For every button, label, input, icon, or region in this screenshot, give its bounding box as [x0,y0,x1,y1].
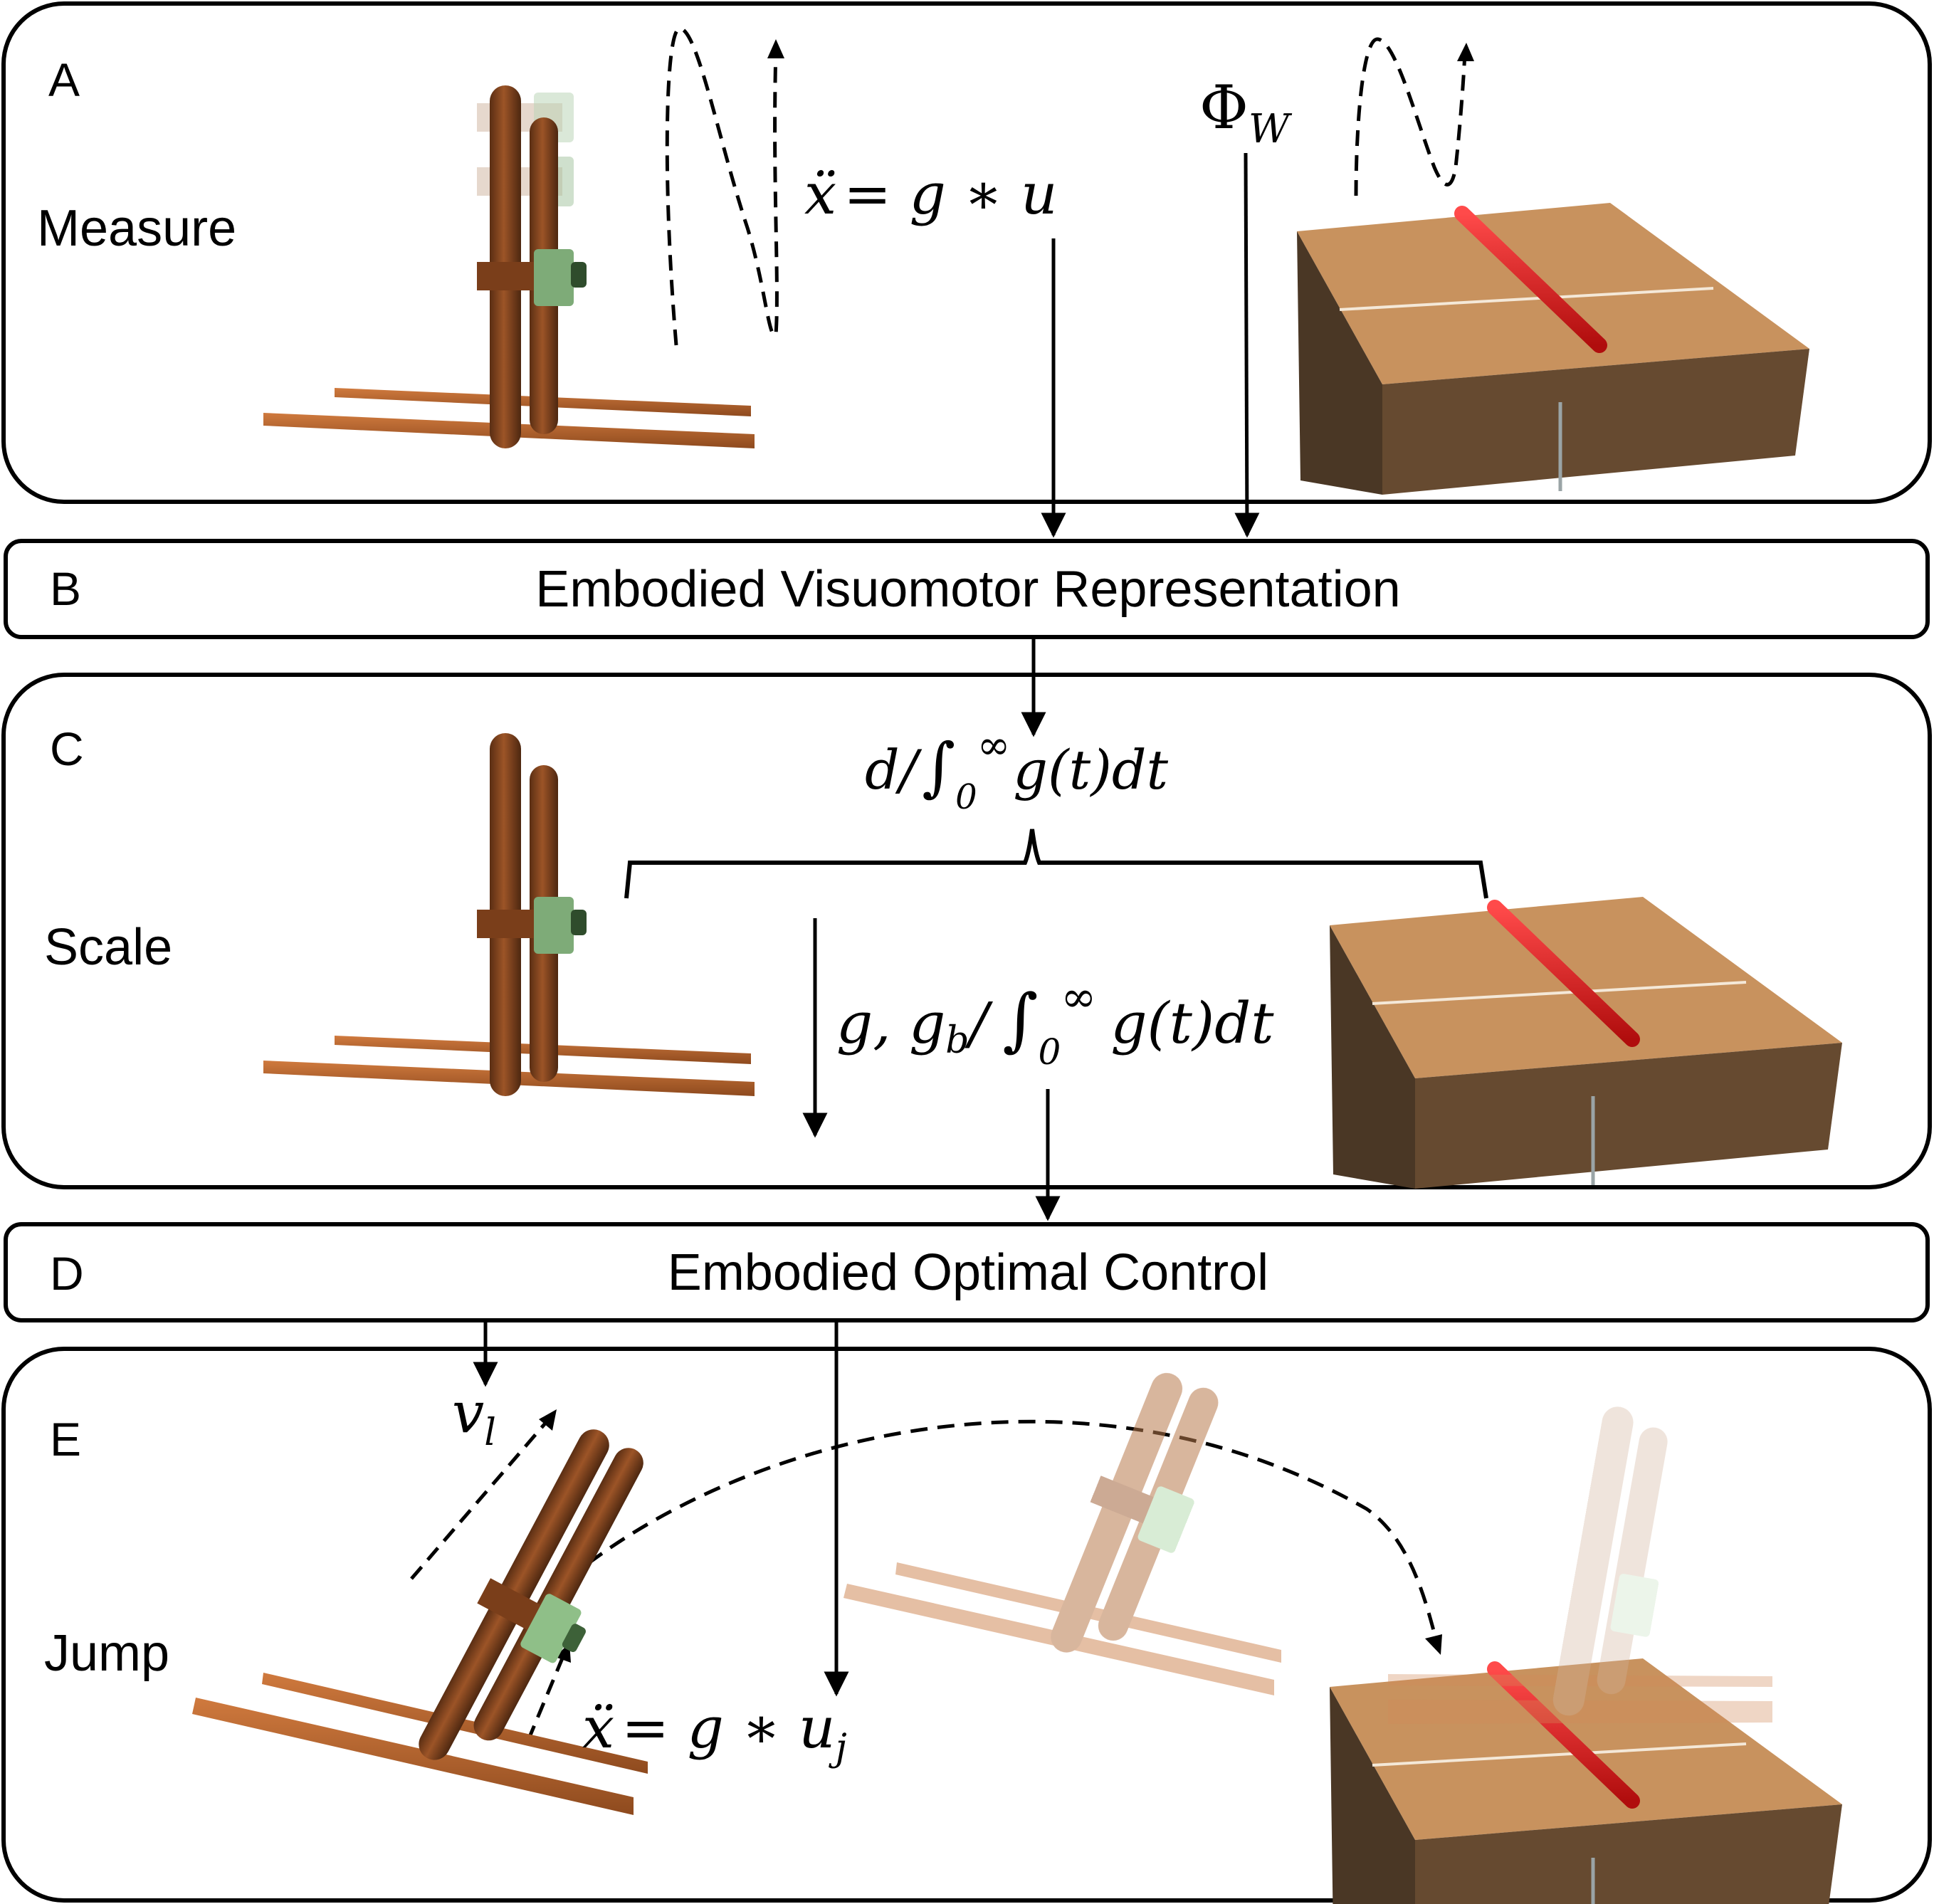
panel-d-letter: D [50,1247,84,1300]
svg-text:ΦW: ΦW [1199,73,1293,152]
panel-a-letter: A [48,53,80,106]
panel-a-frame [1,1,1932,504]
motion-wave-right [1354,37,1467,196]
panel-b-frame [4,539,1930,639]
wave-arrowhead-left [767,39,784,58]
box-measure [1297,203,1809,495]
panel-e-title: Jump [44,1625,169,1682]
motion-wave-left [665,26,779,346]
panel-b-letter: B [50,562,81,615]
wave-arrowhead-right [1457,43,1474,61]
svg-text:vl: vl [452,1379,496,1454]
thrust-arrow [526,1654,566,1741]
jump-trajectory [545,1419,1439,1641]
panel-d-frame [4,1222,1930,1322]
scale-brace [624,829,1488,899]
eq-c-top-post: g(t)dt [1013,738,1168,801]
robot-scale [263,733,755,1096]
eq-c-top-sup: ∞ [977,722,1011,769]
panel-c-letter: C [50,722,84,775]
svg-text:ẍ= g ∗ uj: ẍ= g ∗ uj [582,1695,847,1769]
robot-jump-landed [1388,1406,1772,1724]
vl-symbol: v [452,1379,484,1446]
box-jump [1330,1658,1842,1904]
arrow-a-to-b-right [1234,152,1260,538]
eq-c-mid-slash: / [965,990,994,1056]
panel-c-frame [1,673,1932,1189]
eq-c-mid-sub: 0 [1039,1031,1061,1073]
eq-c-top-pre: d/ [865,738,923,801]
phi-subscript: W [1249,106,1293,152]
panel-e-letter: E [50,1413,81,1466]
panel-a-title: Measure [37,200,236,257]
panel-b-label: Embodied Visuomotor Representation [535,561,1400,618]
svg-text:d/∫0∞g(t)dt: d/∫0∞g(t)dt [865,722,1169,817]
svg-text:g, gb/∫0∞g(t)dt: g, gb/∫0∞g(t)dt [836,972,1274,1073]
robot-measure [263,85,755,448]
robot-jump-midflight [844,1372,1281,1695]
eq-e-lhs: ẍ [582,1695,614,1761]
eq-c-mid-pre: g, g [836,990,945,1056]
eq-c-mid-sup: ∞ [1061,972,1096,1022]
eq-c-mid-b: b [945,1019,969,1062]
phi-symbol: Φ [1199,73,1249,142]
robot-jump-start [192,1429,648,1815]
eq-c-mid-post: g(t)dt [1110,990,1274,1056]
vl-subscript: l [484,1411,496,1454]
box-scale [1330,897,1842,1189]
eq-c-top-sub: 0 [955,777,977,817]
svg-text:ẍ= g ∗ u: ẍ= g ∗ u [804,161,1058,227]
panel-e-frame [1,1347,1932,1903]
launch-direction-arrow [410,1419,550,1580]
panel-c-title: Scale [44,919,172,976]
eq-a-lhs: ẍ [804,161,836,227]
eq-a-rhs: = g ∗ u [844,161,1057,227]
eq-e-rhs: = g ∗ u [621,1695,835,1761]
panel-d-label: Embodied Optimal Control [668,1244,1268,1301]
